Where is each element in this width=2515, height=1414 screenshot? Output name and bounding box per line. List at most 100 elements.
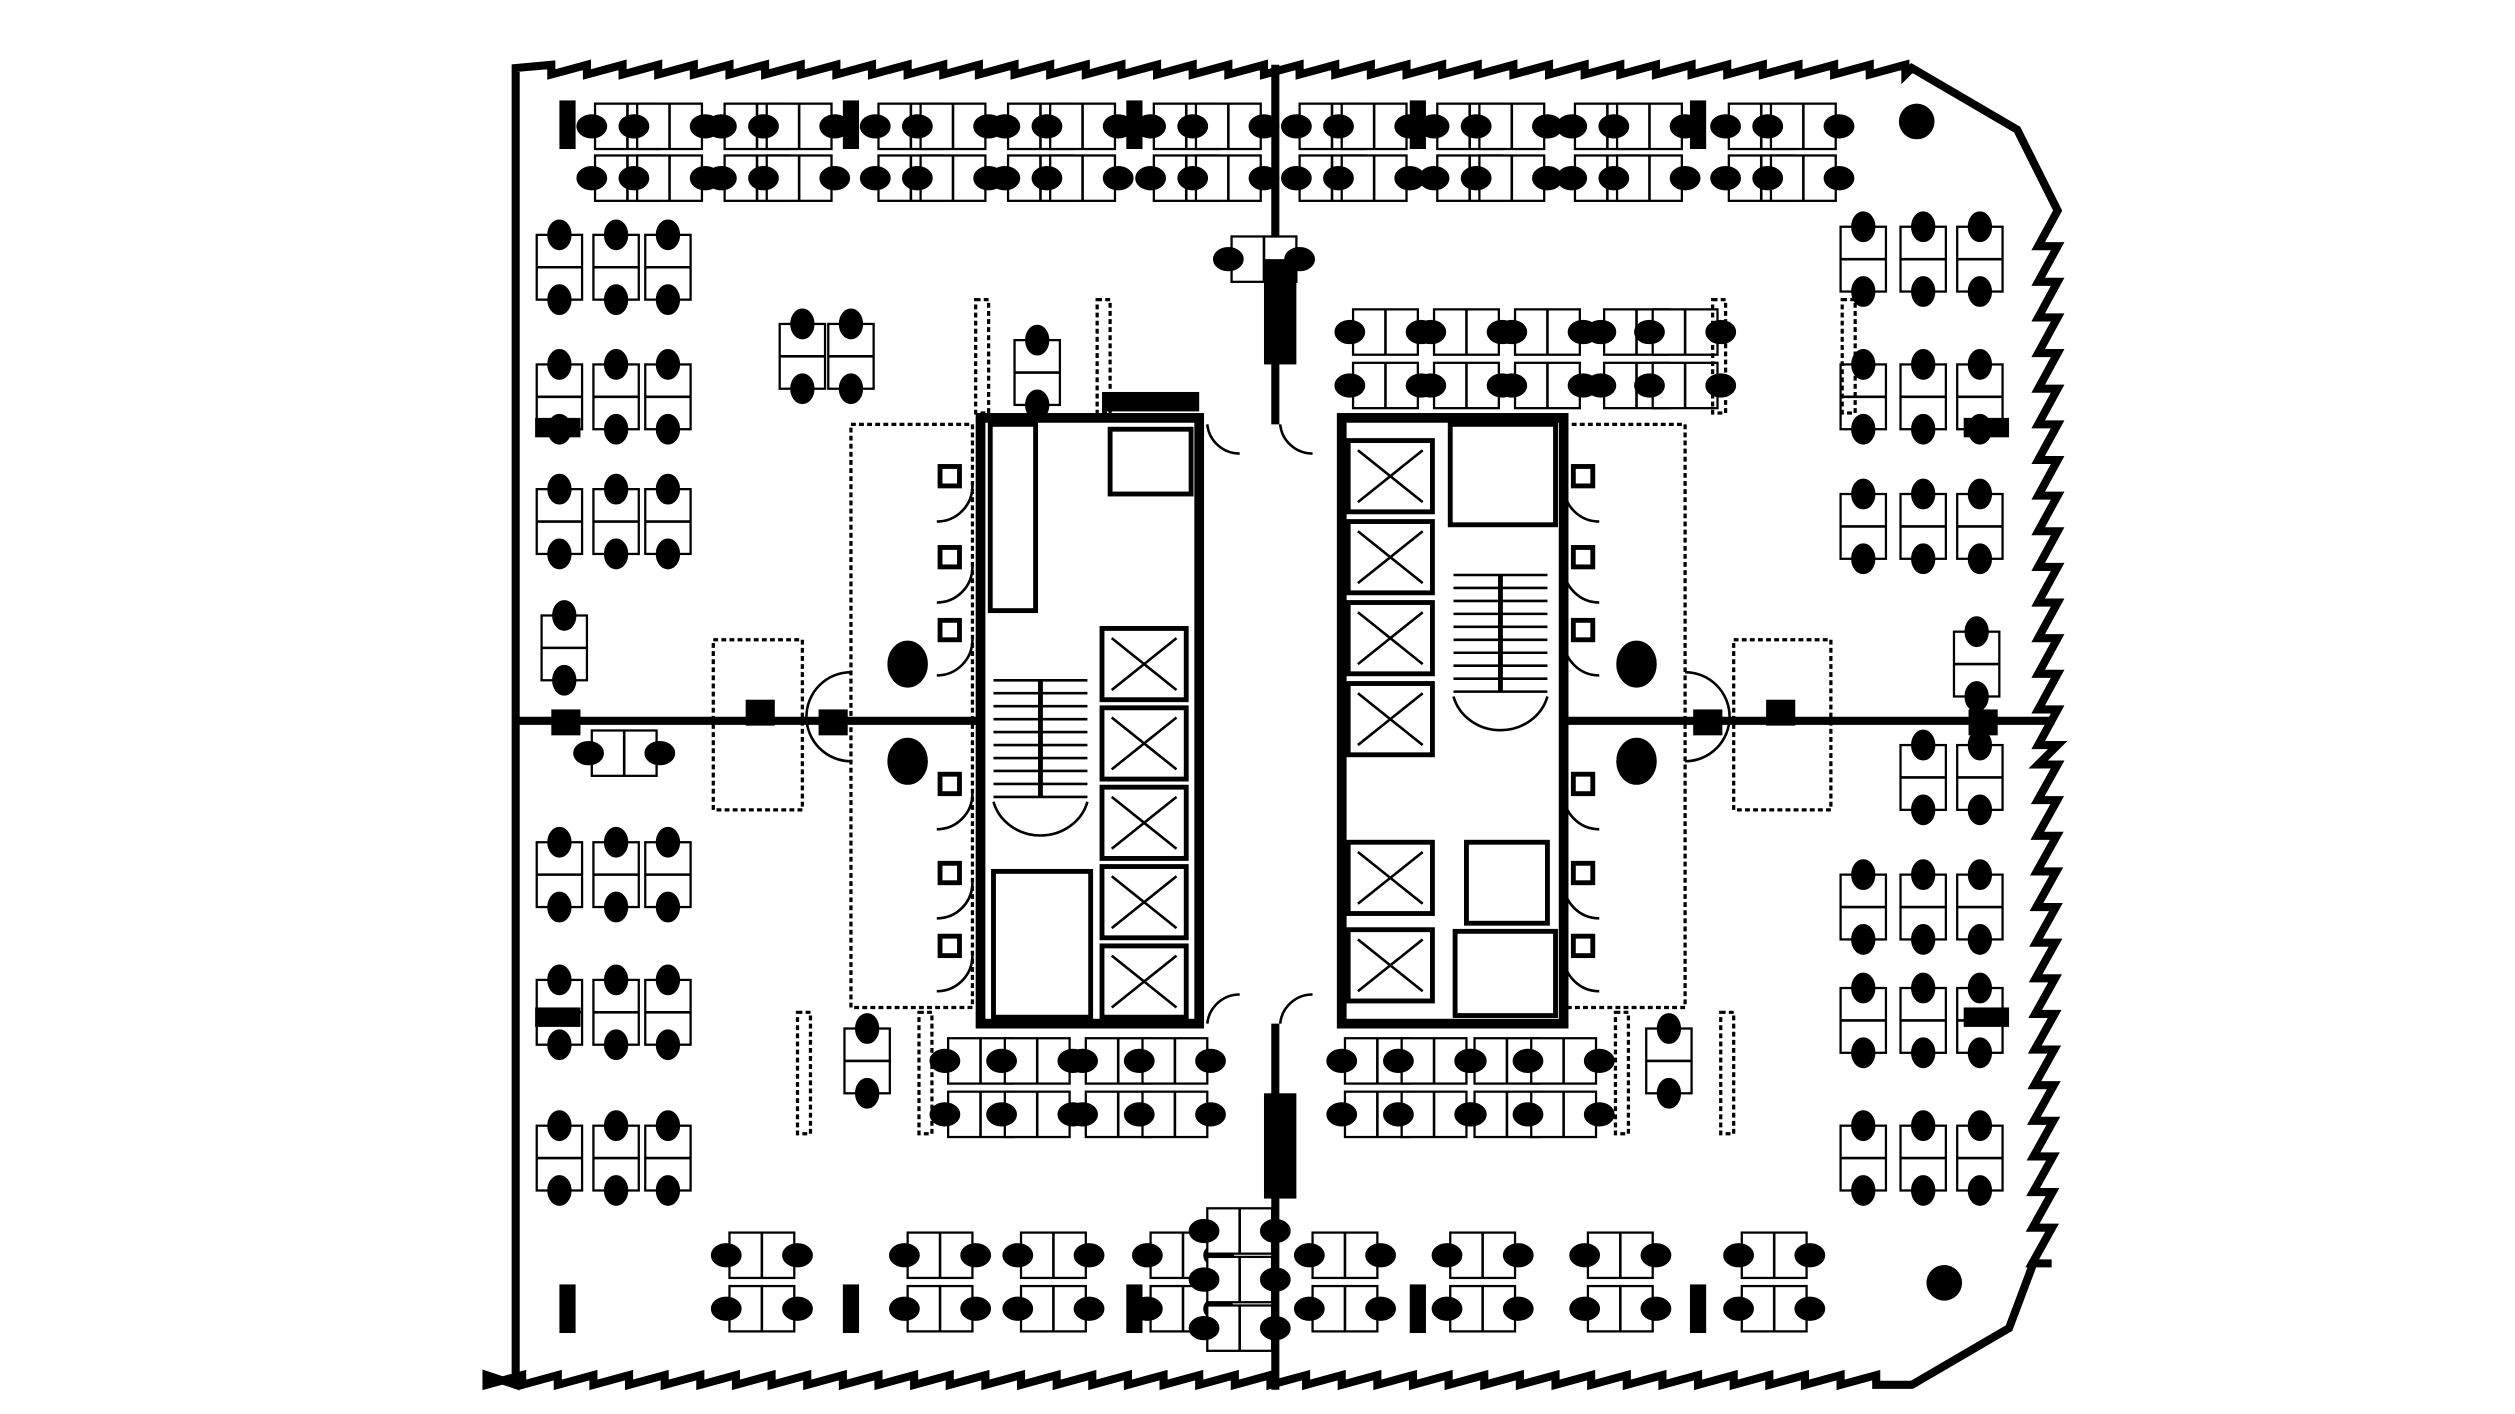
chair-icon [1964,616,1989,648]
chair-icon [859,166,891,191]
chair-icon [819,166,851,191]
chair-icon [1911,211,1936,243]
chair-icon [1598,166,1630,191]
closet [1107,426,1194,497]
chair-icon [1188,1267,1220,1292]
chair-icon [547,1029,572,1061]
chair-icon [1967,972,1993,1004]
workstation-pod-icon [1496,361,1599,410]
chair-icon [1195,1102,1226,1127]
workstation-pod-icon [1598,154,1701,202]
chair-icon [901,166,933,191]
chair-icon [1031,166,1063,191]
chair-icon [1911,543,1936,575]
chair-icon [1455,1048,1487,1074]
workstation-pod-icon [1188,1255,1291,1304]
door-swing-icon [936,485,974,523]
chair-icon [1326,1102,1358,1127]
chair-icon [1248,166,1280,191]
workstation-pod-icon [573,729,676,777]
chair-icon [1967,349,1993,380]
chair-icon [855,1077,880,1109]
chair-icon [782,1296,813,1321]
workstation-pod-icon [1496,308,1599,356]
riser-icon [1263,1093,1297,1199]
chair-icon [1512,1048,1544,1074]
workstation-pod-icon [1512,1090,1615,1139]
column-icon [1409,1284,1426,1334]
door-swing-icon [1685,670,1731,763]
door-swing-icon [936,882,974,920]
screen-partition [1711,298,1728,415]
cabinet-icon [1963,417,2010,438]
sink-icon [887,640,928,688]
workstation-pod-icon [1723,1231,1826,1280]
screen-partition [974,298,991,415]
workstation-pod-icon [748,154,851,202]
workstation-pod-icon [618,102,721,151]
workstation-pod-icon [901,154,1005,202]
chair-icon [705,166,737,191]
chair-icon [547,1110,572,1142]
column-icon [1693,709,1723,736]
chair-icon [1323,114,1354,139]
chair-icon [748,166,779,191]
chair-icon [547,964,572,996]
chair-icon [576,114,608,139]
chair-icon [1512,1102,1544,1127]
stair-icon [1453,573,1548,693]
chair-icon [1911,924,1936,955]
chair-icon [603,891,629,923]
workstation-pod-icon [827,308,875,405]
workstation-pod-icon [1839,349,1888,445]
chair-icon [603,349,629,380]
wall-block [1102,391,1200,412]
cabinet-icon [535,417,581,438]
chair-icon [889,1296,920,1321]
workstation-pod-icon [1645,1013,1693,1109]
chair-icon [1496,373,1528,398]
workstation-pod-icon [535,826,584,923]
workstation-pod-icon [592,219,640,316]
workstation-pod-icon [1323,102,1426,151]
chair-icon [889,1243,920,1268]
chair-icon [603,1029,629,1061]
column-icon [1689,1284,1707,1334]
chair-icon [655,349,681,380]
workstation-pod-icon [1899,211,1948,307]
chair-icon [1585,373,1617,398]
chair-icon [960,1243,992,1268]
chair-icon [1634,319,1665,345]
sink-icon [1616,640,1657,688]
workstation-pod-icon [1839,1110,1888,1206]
door-swing-icon [1206,993,1240,1024]
screen-partition [1719,1010,1736,1136]
workstation-pod-icon [1431,1284,1534,1333]
chair-icon [705,114,737,139]
workstation-pod-icon [1956,211,2004,307]
chair-icon [547,826,572,858]
workstation-pod-icon [1956,478,2004,575]
chair-icon [1585,319,1617,345]
chair-icon [1195,1048,1226,1074]
workstation-pod-icon [1031,154,1134,202]
chair-icon [1911,794,1936,826]
column-icon [1968,709,1998,736]
workstation-pod-icon [1123,1090,1226,1139]
column-icon [1126,100,1143,150]
chair-icon [1188,1316,1220,1341]
workstation-pod-icon [592,1110,640,1206]
door-swing-icon [1278,424,1313,455]
workstation-pod-icon [1002,1231,1105,1280]
chair-icon [655,826,681,858]
chair-icon [710,1296,742,1321]
chair-icon [1502,1296,1534,1321]
column-icon [559,1284,576,1334]
chair-icon [1123,1102,1155,1127]
chair-icon [1259,1316,1291,1341]
chair-icon [1823,114,1855,139]
chair-icon [1002,1243,1034,1268]
workstation-pod-icon [1188,1207,1291,1255]
screen-partition [917,1010,934,1136]
workstation-pod-icon [1293,1284,1396,1333]
